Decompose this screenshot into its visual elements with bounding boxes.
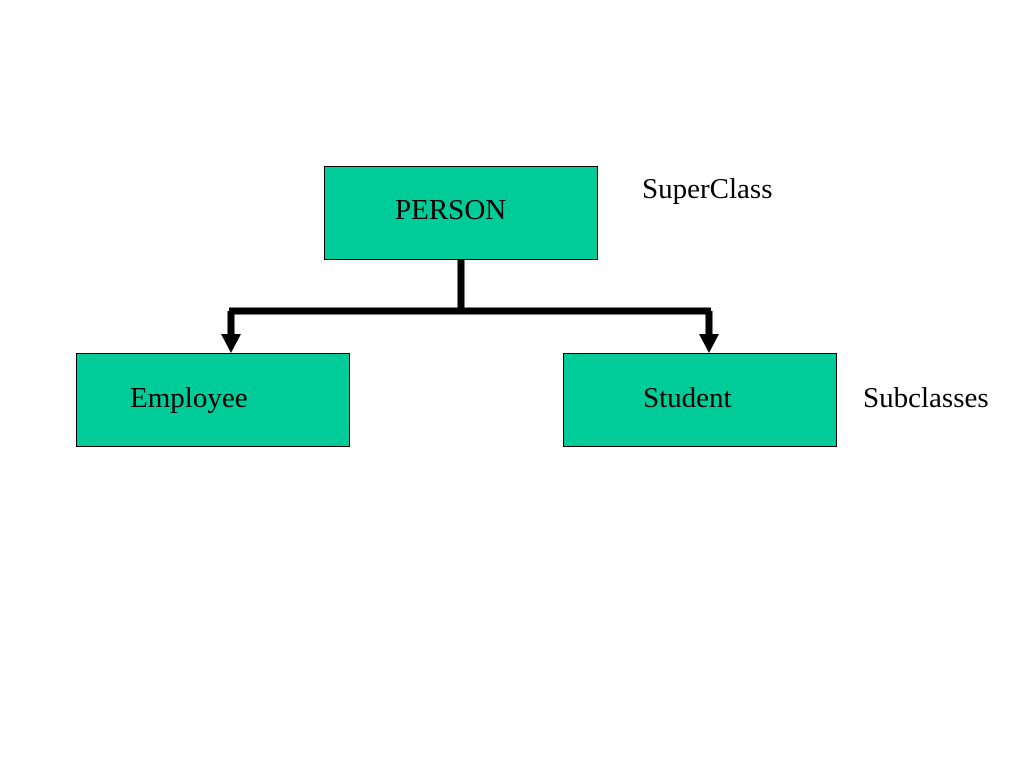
person-box: PERSON (324, 166, 598, 260)
person-label: PERSON (395, 194, 507, 226)
arrowhead-student (699, 334, 719, 353)
student-label: Student (643, 382, 732, 414)
subclasses-annotation: Subclasses (863, 382, 989, 414)
student-box: Student (563, 353, 837, 447)
arrowhead-employee (221, 334, 241, 353)
employee-box: Employee (76, 353, 350, 447)
superclass-annotation: SuperClass (642, 173, 773, 205)
employee-label: Employee (130, 382, 248, 414)
